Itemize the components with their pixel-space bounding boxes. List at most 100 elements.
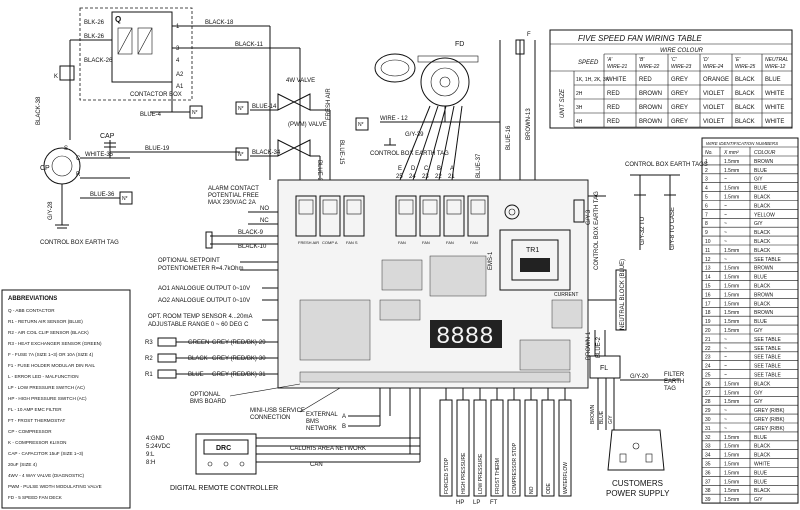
ao1-label: AO1 ANALOGUE OUTPUT 0~10V	[158, 286, 250, 292]
white35-label: WHITE-35	[85, 152, 114, 158]
wire-table-cell: SEE TABLE	[754, 337, 781, 343]
wire-table-cell: 29	[705, 408, 711, 414]
contactor-q-label: Q	[115, 15, 121, 24]
fan-table-cell: BLACK	[735, 119, 755, 125]
fan-table-col-header: 'A'	[607, 57, 613, 63]
svg-text:C: C	[76, 156, 81, 162]
wire-table-cell: SEE TABLE	[754, 355, 781, 361]
wire-table-cell: BLUE	[754, 479, 768, 485]
fan-terminal-number: 21	[448, 174, 455, 180]
relay	[319, 195, 341, 237]
fan-table-cell: WHITE	[765, 105, 784, 111]
wire-table-cell: GREY (R/BK)	[754, 408, 785, 414]
wire-table-cell: 1.5mm	[724, 284, 739, 290]
drc-pin-label: 8:H	[146, 460, 155, 466]
legend-item: F - FUSE 7A (SIZE 1~3) OR 10A (SIZE 4)	[8, 352, 94, 357]
relay-label: FAN	[398, 240, 406, 245]
svg-text:(PWM) VALVE: (PWM) VALVE	[288, 122, 327, 128]
svg-text:R: R	[76, 172, 81, 178]
wire-table-cell: 9	[705, 230, 708, 236]
svg-text:4: 4	[176, 58, 180, 64]
wire-table-cell: ~	[724, 373, 727, 379]
contactor-box: Q 1 3 4 A2 A1 CONTACTOR BOX BLK-26 BLK-2…	[79, 7, 193, 101]
wire-table-cell: 36	[705, 470, 711, 476]
fan-table-cell: BROWN	[639, 91, 662, 97]
black38-label: BLACK-38	[36, 96, 42, 125]
black34-label: BLACK-34	[252, 150, 281, 156]
fan-table-cell: BLACK	[735, 77, 755, 83]
brown13-label: BROWN-13	[526, 108, 532, 140]
wire-table-cell: YELLOW	[754, 212, 775, 218]
fan-terminal-number: 23	[422, 174, 429, 180]
control-earth-mid-label: CONTROL BOX EARTH TAG	[370, 151, 449, 157]
switch-label: FROST THERM	[495, 458, 501, 494]
wire-table-cell: G/Y	[754, 177, 763, 183]
gy28-label: G/Y-28	[48, 201, 54, 220]
wire-table-cell: 23	[705, 355, 711, 361]
valve-4w: 4W VALVE	[277, 78, 315, 111]
legend-item: CAP - CAPACITOR 15uF (SIZE 1~3)	[8, 451, 84, 456]
wire-table-cell: BLUE	[754, 275, 768, 281]
wire-table-cell: G/Y	[754, 328, 763, 334]
sensor-r3: R3 GREEN GREY (RED/BK)-29	[145, 337, 278, 347]
svg-text:TR1: TR1	[526, 247, 539, 254]
neutral-block-label: NEUTRAL BLOCK (BLUE)	[620, 259, 626, 330]
svg-text:GREEN: GREEN	[188, 340, 209, 346]
legend-item: 20uF (SIZE 4)	[8, 462, 37, 467]
legend-item: R1 - RETURN AIR SENSOR (BLUE)	[8, 319, 83, 324]
nstar-4: N*	[238, 152, 244, 158]
fan-terminal-letter: D	[411, 166, 416, 172]
relay-label: FAN	[422, 240, 430, 245]
wire-table-cell: 26	[705, 381, 711, 387]
gy3-label: G/Y-3	[586, 209, 592, 225]
switch-label: LOW PRESSURE	[478, 453, 484, 494]
wire-table-cell: 1.5mm	[724, 168, 739, 174]
fan-table-size: 3H	[576, 105, 583, 111]
fan-table-cell: ORANGE	[703, 77, 729, 83]
cp-label: CP	[40, 165, 50, 172]
cap-label: CAP	[100, 133, 115, 140]
wire-table-cell: 1.5mm	[724, 292, 739, 298]
wire-table-cell: ~	[724, 257, 727, 263]
wire-table-cell: BLUE	[754, 168, 768, 174]
drc-label: DRC	[216, 445, 231, 452]
fan-table-cell: BROWN	[639, 119, 662, 125]
wire-table-cell: SEE TABLE	[754, 257, 781, 263]
legend-item: FT - FROST THERMOSTAT	[8, 418, 65, 423]
blue36-label: BLUE-36	[90, 192, 115, 198]
fan-table-cell: RED	[607, 105, 620, 111]
drc-pin-label: 5:24VDC	[146, 444, 171, 450]
can-label: CAN	[310, 462, 323, 468]
svg-text:BLACK: BLACK	[188, 356, 208, 362]
blue4-label: BLUE-4	[140, 112, 162, 118]
fan-terminal-number: 25	[396, 174, 403, 180]
fan-terminal-number: 22	[435, 174, 442, 180]
wire-table-cell: 3	[705, 177, 708, 183]
svg-text:4W VALVE: 4W VALVE	[286, 78, 315, 84]
black10-label: BLACK-10	[238, 244, 267, 250]
wire-table-cell: GREY (R/BK)	[754, 417, 785, 423]
legend-item: 4WV - 4 WAY VALVE (DIAGNOSTIC)	[8, 473, 85, 478]
fan-table-cell: BLACK	[735, 91, 755, 97]
wire-table-cell: 1.5mm	[724, 319, 739, 325]
fresh-air-label: FRESH AIR	[326, 88, 332, 120]
legend-title: ABBREVIATIONS	[8, 296, 57, 302]
wire-table-cell: BLUE	[754, 435, 768, 441]
wire-table-cell: BLACK	[754, 488, 771, 494]
wire-table-cell: 1.5mm	[724, 328, 739, 334]
wire-table-cell: BLACK	[754, 248, 771, 254]
relay	[395, 195, 417, 237]
calora-label: CALORIS AREA NETWORK	[290, 446, 366, 452]
wire-table-cell: BROWN	[754, 292, 774, 298]
wire-table-title: WIRE IDENTIFICATION NUMBERS	[706, 141, 778, 146]
fan-table-cell: GREY	[671, 119, 688, 125]
svg-text:1: 1	[176, 24, 180, 30]
relay	[419, 195, 441, 237]
wire-table-cell: 7	[705, 212, 708, 218]
fan-terminal-letter: C	[424, 166, 429, 172]
